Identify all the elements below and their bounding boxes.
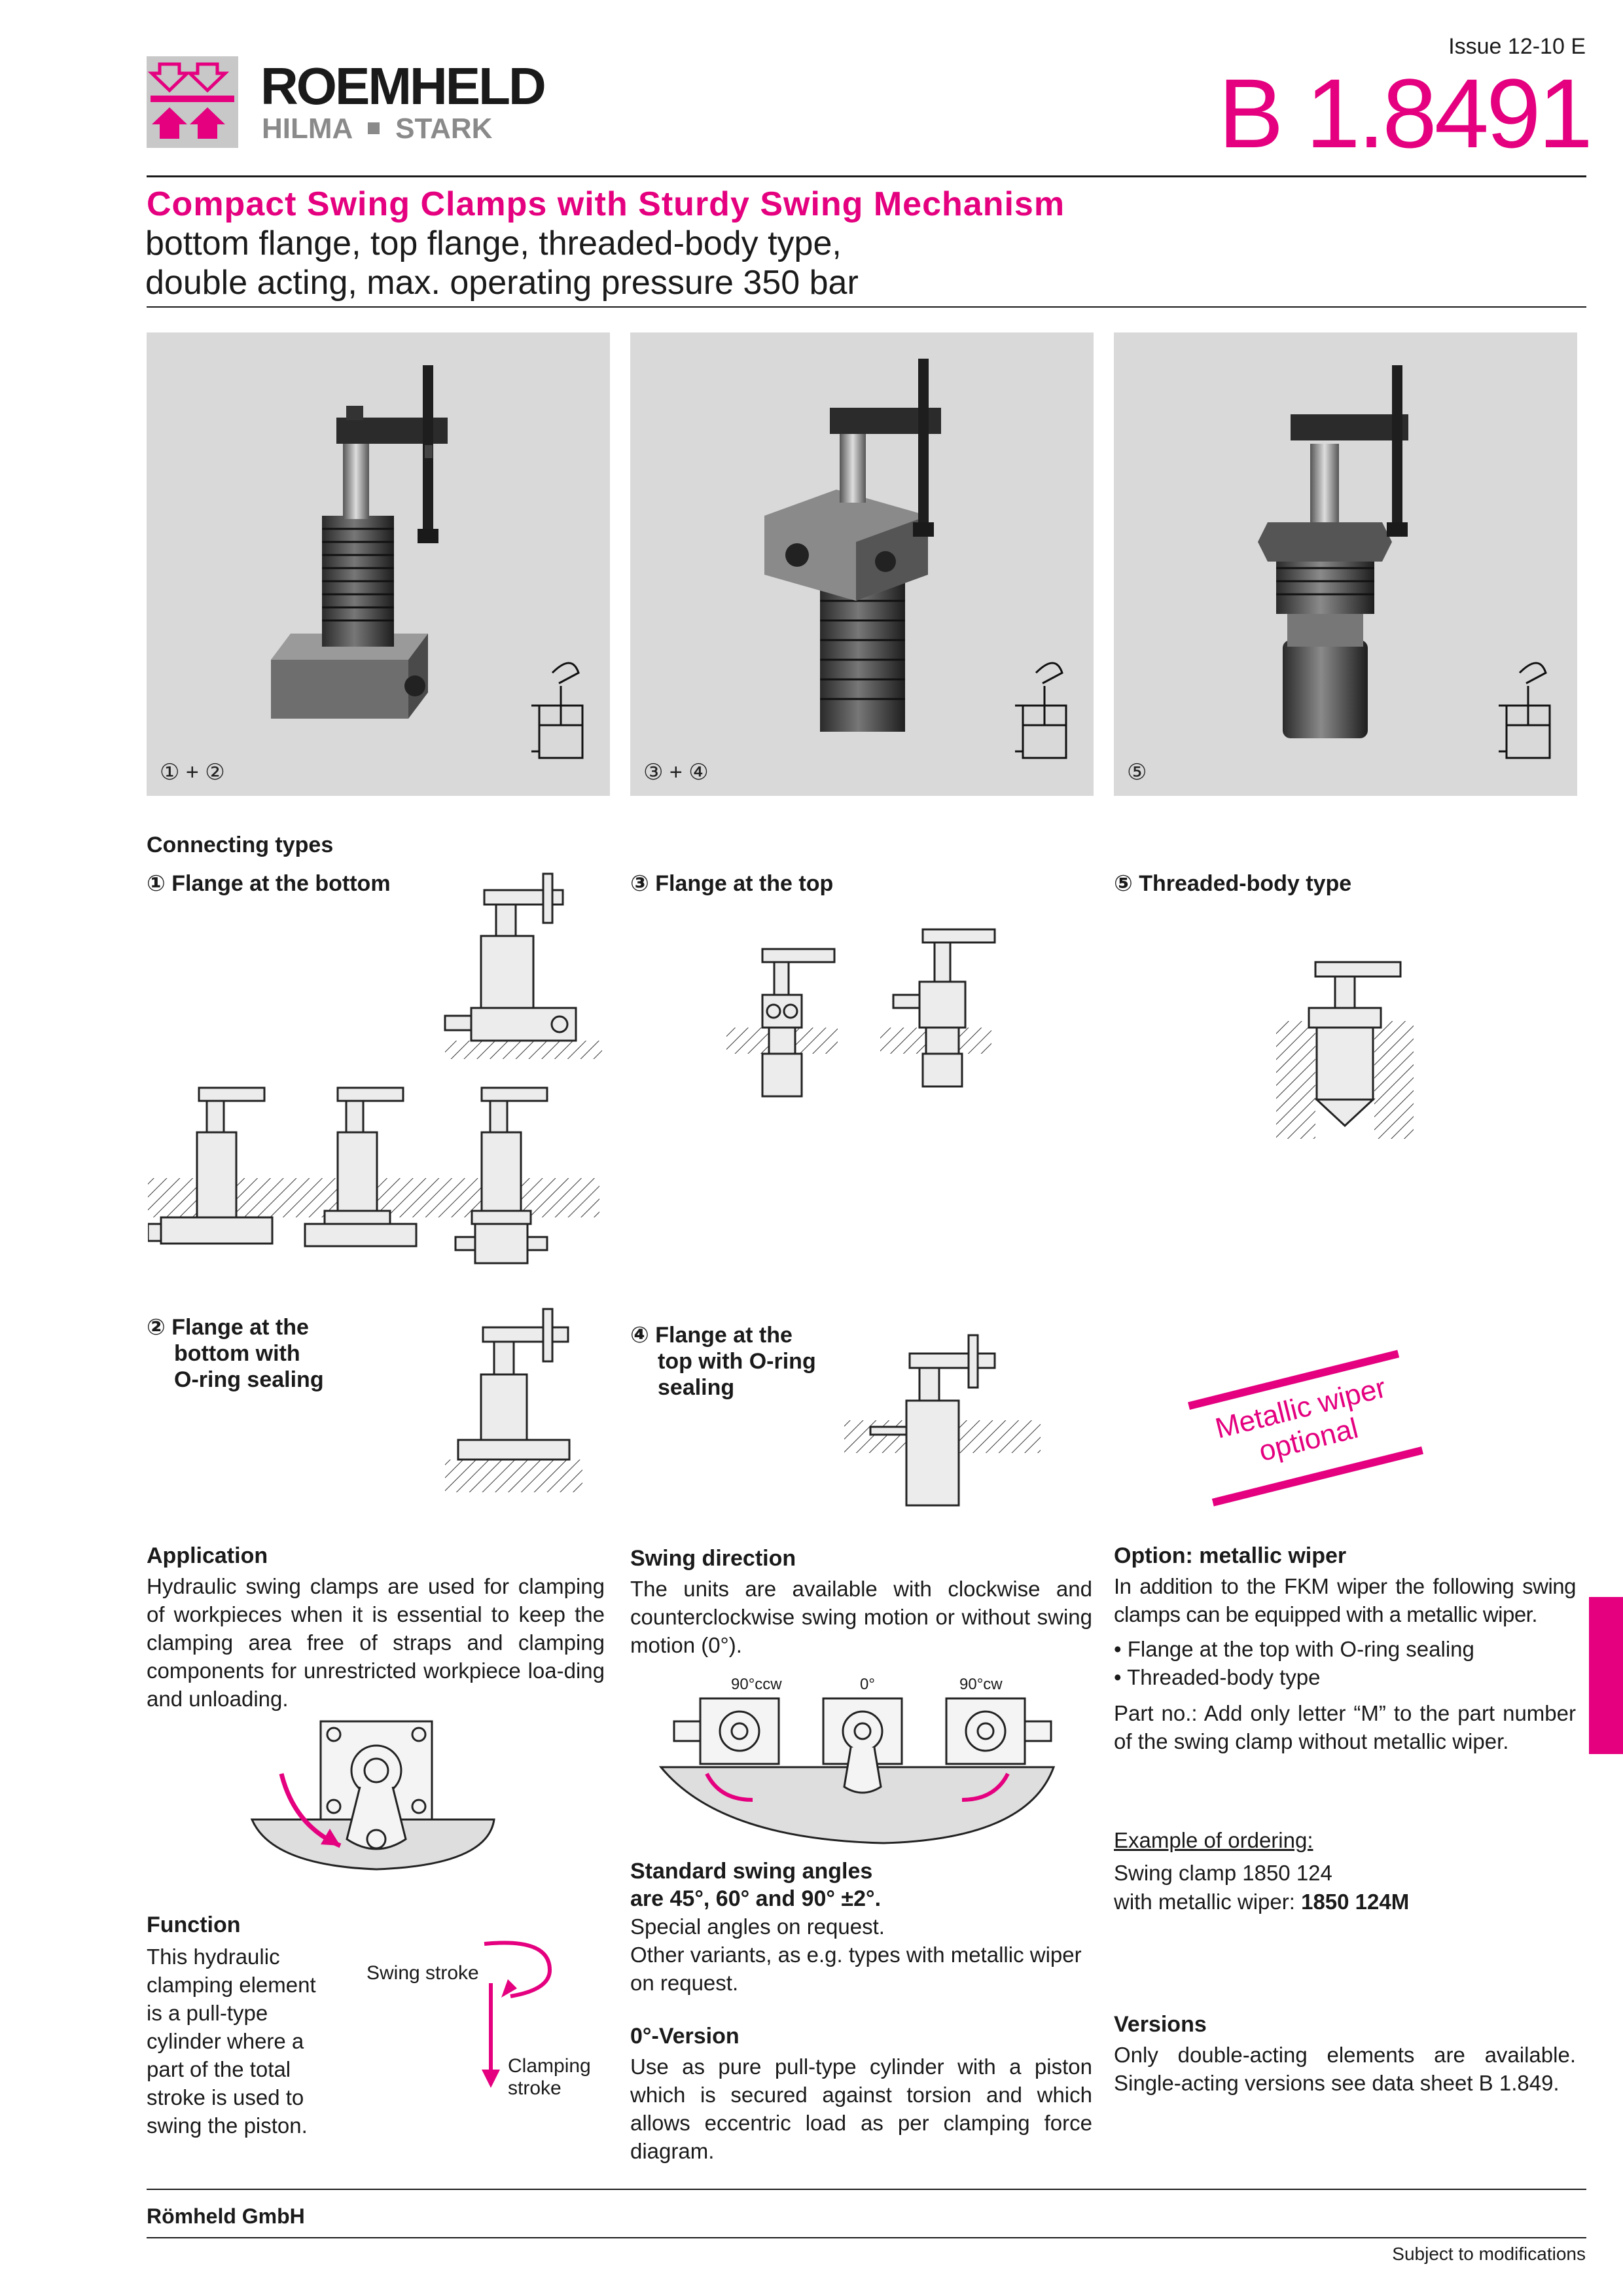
photo-label-1: ① + ② [160, 760, 225, 785]
roemheld-logo-icon [147, 56, 238, 148]
special-angles-text: Special angles on request. [630, 1914, 885, 1939]
footer-note: Subject to modifications [1392, 2244, 1586, 2264]
sub-brands: HILMA STARK [262, 113, 492, 145]
example-part-number: 1850 124M [1301, 1890, 1410, 1914]
drawing-application [249, 1715, 497, 1872]
example-line-1: Swing clamp 1850 124 [1114, 1861, 1332, 1885]
standard-angles-line-2: are 45°, 60° and 90° ±2°. [630, 1886, 882, 1911]
option-heading: Option: metallic wiper [1114, 1543, 1347, 1568]
title-rule [147, 306, 1586, 308]
function-line-7: swing the piston. [147, 2113, 308, 2138]
function-line-2: clamping element [147, 1973, 316, 1997]
type-2-label: ② Flange at the bottom with O-ring seali… [147, 1314, 324, 1393]
page-title: Compact Swing Clamps with Sturdy Swing M… [147, 185, 1065, 223]
versions-text: Only double-acting elements are availabl… [1114, 2043, 1576, 2095]
photo-threaded-body: ⑤ [1114, 332, 1577, 796]
option-bullets: Flange at the top with O-ring sealing Th… [1114, 1635, 1576, 1691]
other-variants-text: Other variants, as e.g. types with metal… [630, 1943, 1082, 1995]
type-4-line-3: sealing [658, 1375, 735, 1400]
clamping-line-2: stroke [508, 2077, 562, 2099]
type-5-label: ⑤ Threaded-body type [1114, 871, 1352, 896]
brand-name: ROEMHELD [260, 57, 546, 115]
zero-version-heading: 0°-Version [630, 2024, 740, 2049]
drawing-swing-direction [654, 1695, 1060, 1846]
drawing-flange-bottom-variants [148, 1080, 599, 1270]
footer-rule-top [147, 2189, 1586, 2190]
metallic-wiper-badge: Metallic wiper optional [1188, 1350, 1423, 1507]
logo-mark [147, 56, 238, 148]
symbol-icon [531, 662, 584, 759]
subtitle-line-1: bottom flange, top flange, threaded-body… [145, 224, 842, 262]
type-3-label: ③ Flange at the top [630, 871, 834, 896]
symbol-icon [1015, 662, 1067, 759]
type-4-line-1: ④ Flange at the [630, 1323, 793, 1348]
section-tab-marker [1589, 1597, 1623, 1754]
versions-heading: Versions [1114, 2012, 1207, 2037]
drawing-flange-bottom [419, 870, 602, 1060]
swing-direction-text: The units are available with clockwise a… [630, 1577, 1092, 1657]
type-1-label: ① Flange at the bottom [147, 871, 391, 896]
function-text: This hydraulic clamping element is a pul… [147, 1943, 316, 2140]
option-bullet-2: Threaded-body type [1114, 1663, 1576, 1691]
example-heading: Example of ordering: [1114, 1828, 1313, 1852]
function-line-3: is a pull-type [147, 2001, 268, 2025]
example-line-2-prefix: with metallic wiper: [1114, 1890, 1295, 1914]
subtitle-line-2: double acting, max. operating pressure 3… [145, 264, 859, 302]
drawing-flange-bottom-oring [438, 1302, 589, 1492]
type-2-line-3: O-ring sealing [174, 1367, 324, 1392]
standard-angles-heading: Standard swing angles are 45°, 60° and 9… [630, 1857, 881, 1912]
sub-brand-separator [367, 122, 380, 134]
footer-rule-bottom [147, 2237, 1586, 2238]
zero-version-text: Use as pure pull-type cylinder with a pi… [630, 2054, 1092, 2163]
function-line-5: part of the total [147, 2057, 291, 2081]
function-line-6: stroke is used to [147, 2085, 304, 2109]
sub-brand-hilma: HILMA [262, 113, 352, 145]
option-text: In addition to the FKM wiper the followi… [1114, 1574, 1577, 1626]
example-line-2: with metallic wiper: 1850 124M [1114, 1888, 1409, 1916]
photo-label-2: ③ + ④ [643, 760, 709, 785]
function-line-1: This hydraulic [147, 1945, 280, 1969]
clamping-stroke-label: Clamping stroke [508, 2055, 591, 2100]
photo-label-3: ⑤ [1127, 760, 1147, 785]
stroke-arrow-icon [471, 1924, 563, 2094]
drawing-flange-top-oring [844, 1322, 1041, 1512]
function-line-4: cylinder where a [147, 2029, 304, 2053]
type-4-label: ④ Flange at the top with O-ring sealing [630, 1322, 816, 1401]
symbol-icon [1499, 662, 1551, 759]
swing-direction-heading: Swing direction [630, 1546, 796, 1571]
type-2-line-1: ② Flange at the [147, 1315, 309, 1340]
label-90ccw: 90°ccw [731, 1676, 782, 1693]
drawing-flange-top [723, 897, 1116, 1132]
application-text: Hydraulic swing clamps are used for clam… [147, 1574, 605, 1711]
option-bullet-1: Flange at the top with O-ring sealing [1114, 1635, 1576, 1663]
header-rule [147, 175, 1586, 177]
drawing-threaded-body [1276, 942, 1433, 1139]
photo-bottom-flange: ① + ② [147, 332, 610, 796]
connecting-types-heading: Connecting types [147, 833, 334, 857]
standard-angles-line-1: Standard swing angles [630, 1859, 873, 1884]
clamping-line-1: Clamping [508, 2055, 591, 2077]
swing-stroke-label: Swing stroke [366, 1962, 479, 1984]
function-heading: Function [147, 1912, 241, 1937]
photo-top-flange: ③ + ④ [630, 332, 1094, 796]
type-2-line-2: bottom with [174, 1341, 300, 1366]
issue-label: Issue 12-10 E [1448, 34, 1586, 59]
label-90cw: 90°cw [959, 1676, 1003, 1693]
sub-brand-stark: STARK [395, 113, 493, 145]
label-0: 0° [860, 1676, 875, 1693]
company-name: Römheld GmbH [147, 2204, 305, 2228]
part-number-text: Part no.: Add only letter “M” to the par… [1114, 1701, 1576, 1753]
type-4-line-2: top with O-ring [658, 1349, 816, 1374]
document-number: B 1.8491 [1218, 58, 1593, 168]
application-heading: Application [147, 1543, 268, 1568]
